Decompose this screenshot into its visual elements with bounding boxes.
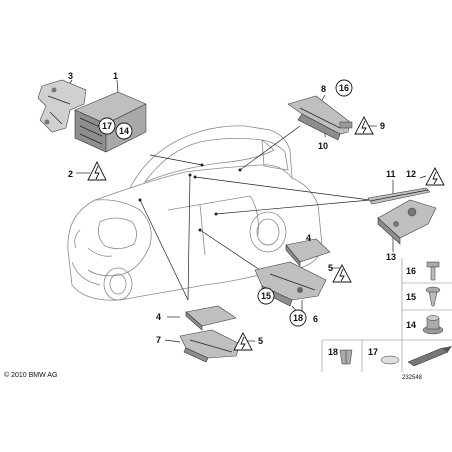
callout-14: 14 — [119, 126, 129, 136]
callout-17: 17 — [102, 121, 112, 131]
part-antenna-pad-upper[interactable] — [285, 238, 331, 267]
callout-3: 3 — [68, 71, 73, 81]
copyright-text: © 2010 BMW AG — [4, 372, 58, 379]
callout-16: 16 — [339, 83, 349, 93]
legend-label-15: 15 — [406, 292, 416, 302]
callout-18-ring — [289, 309, 307, 327]
document-id: 232548 — [402, 375, 423, 381]
callout-10: 10 — [318, 141, 328, 151]
part-antenna-pad-lower[interactable] — [185, 305, 237, 331]
part-bracket[interactable] — [37, 79, 87, 133]
part-antenna-rod[interactable] — [367, 187, 431, 205]
callout-17-ring — [98, 117, 116, 135]
warning-triangle-icon — [332, 264, 352, 283]
tape-icon — [407, 346, 452, 367]
callout-5: 5 — [328, 263, 333, 273]
callout-15: 15 — [261, 291, 271, 301]
callout-16-ring — [335, 79, 353, 97]
callout-15-ring — [257, 287, 275, 305]
callout-11: 11 — [386, 169, 396, 179]
callout-1: 1 — [113, 71, 118, 81]
part-lower-bracket[interactable] — [179, 329, 241, 363]
callout-7: 7 — [156, 335, 161, 345]
callout-18: 18 — [293, 313, 303, 323]
warning-triangle-icon — [425, 167, 445, 186]
part-receiver-module[interactable] — [377, 199, 437, 245]
small-parts-legend: 16 15 14 18 17 — [321, 258, 452, 372]
nut-icon — [422, 315, 444, 335]
callout-5: 5 — [258, 336, 263, 346]
legend-label-18: 18 — [328, 347, 338, 357]
callout-6: 6 — [313, 314, 318, 324]
clip-icon — [339, 349, 353, 365]
bolt-icon — [426, 261, 440, 281]
warning-triangle-icon — [233, 332, 253, 351]
callout-4: 4 — [156, 312, 161, 322]
callout-2: 2 — [68, 169, 73, 179]
legend-label-16: 16 — [406, 266, 416, 276]
pad-icon — [380, 355, 400, 365]
callout-13: 13 — [386, 252, 396, 262]
callout-9: 9 — [380, 121, 385, 131]
callout-14-ring — [115, 122, 133, 140]
callout-labels: 1 2 3 4 4 5 5 6 7 8 9 10 11 12 13 14 15 … — [68, 71, 416, 346]
callout-12: 12 — [406, 169, 416, 179]
legend-label-17: 17 — [368, 347, 378, 357]
part-antenna-strip[interactable] — [287, 95, 353, 141]
warning-triangle-icon — [354, 116, 374, 135]
legend-label-14: 14 — [406, 320, 416, 330]
callout-8: 8 — [321, 84, 326, 94]
warning-triangle-icon — [87, 160, 107, 181]
callout-4: 4 — [306, 233, 311, 243]
screw-icon — [425, 286, 441, 307]
